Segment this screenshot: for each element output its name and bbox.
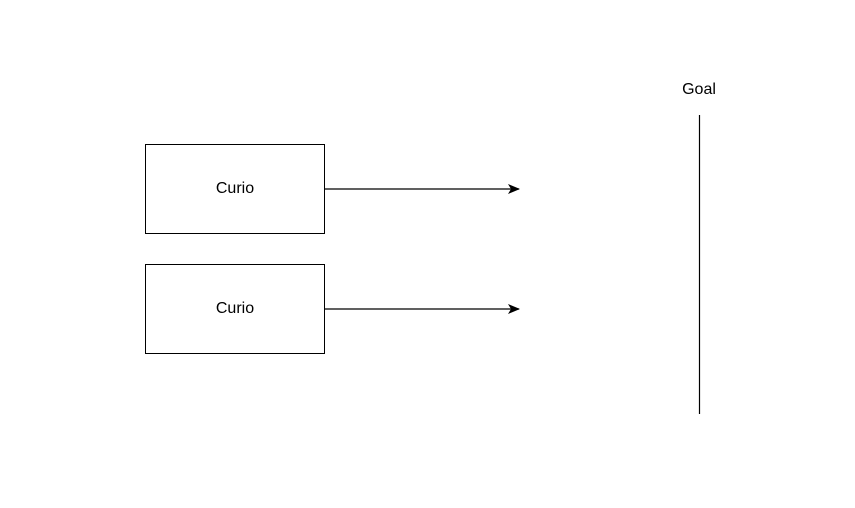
goal-label: Goal	[682, 81, 716, 98]
curio-box-1-label: Curio	[215, 180, 255, 197]
curio-box-2-label: Curio	[215, 300, 255, 317]
curio-box-2[interactable]: Curio	[145, 264, 325, 354]
curio-box-1[interactable]: Curio	[145, 144, 325, 234]
